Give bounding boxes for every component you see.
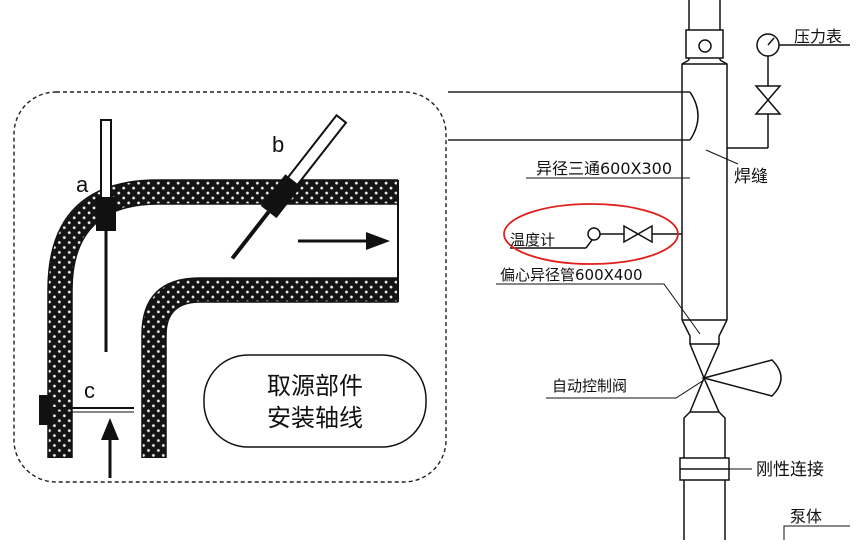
label-c: c bbox=[84, 378, 95, 403]
inset-panel: a b c 取源部件 安装轴线 bbox=[13, 91, 447, 483]
elbow-outer-wall bbox=[48, 180, 398, 458]
thermometer-branch bbox=[510, 224, 682, 249]
flow-arrow-up bbox=[101, 418, 119, 478]
caption-box bbox=[203, 354, 427, 448]
label-auto-control-valve: 自动控制阀 bbox=[552, 377, 627, 395]
pressure-gauge-branch bbox=[727, 33, 850, 149]
leader-weld-seam bbox=[705, 149, 739, 165]
sensor-a bbox=[96, 119, 116, 352]
label-thermometer: 温度计 bbox=[510, 231, 555, 249]
callout-lines bbox=[448, 91, 690, 141]
sensor-b bbox=[230, 113, 348, 260]
sensor-c bbox=[39, 395, 134, 425]
elbow-outer-edges bbox=[47, 179, 398, 458]
label-eccentric-reducer: 偏心异径管600X400 bbox=[500, 266, 643, 284]
main-pipe bbox=[679, 0, 782, 540]
label-weld-seam: 焊缝 bbox=[734, 167, 768, 187]
label-rigid-connection: 刚性连接 bbox=[756, 460, 824, 480]
label-b: b bbox=[272, 132, 284, 157]
highlight-ellipse bbox=[503, 203, 679, 265]
elbow-inner-wall bbox=[142, 278, 398, 458]
label-reducing-tee: 异径三通600X300 bbox=[536, 159, 672, 178]
label-a: a bbox=[76, 172, 89, 197]
leader-pump-body bbox=[783, 525, 850, 540]
label-pump-body: 泵体 bbox=[790, 507, 822, 526]
elbow-inner-edges bbox=[141, 277, 398, 458]
flow-arrow-right bbox=[298, 232, 390, 250]
leader-control-valve bbox=[546, 379, 705, 399]
leader-eccentric-reducer bbox=[496, 283, 701, 335]
label-pressure-gauge: 压力表 bbox=[794, 27, 842, 46]
caption-line-2: 安装轴线 bbox=[267, 404, 363, 432]
caption-line-1: 取源部件 bbox=[267, 372, 363, 400]
